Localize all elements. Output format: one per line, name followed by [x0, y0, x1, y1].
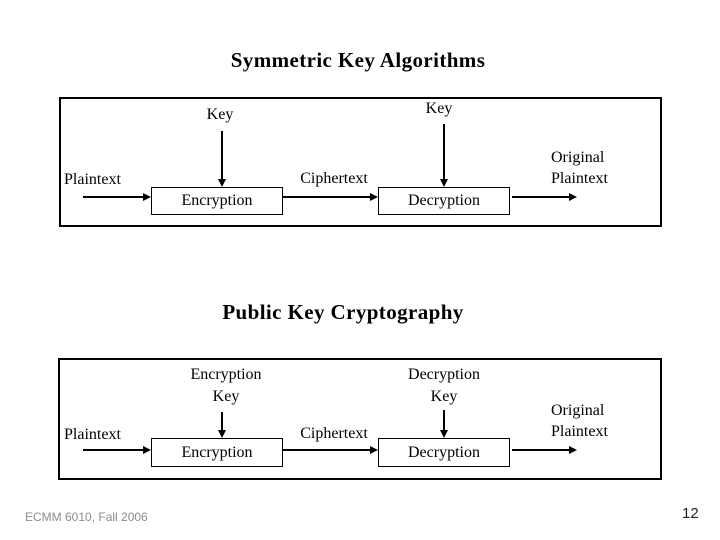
symmetric-ciphertext-label: Ciphertext — [300, 170, 368, 187]
symmetric-key-left-arrow — [218, 131, 226, 187]
symmetric-encryption-box-label: Encryption — [181, 192, 253, 209]
public-decryption-key-label-line2: Key — [430, 388, 458, 405]
public-encryption-box: Encryption — [151, 438, 283, 467]
public-plaintext-arrow — [83, 446, 151, 454]
symmetric-plaintext-arrow — [83, 193, 151, 201]
public-output-label: Original Plaintext — [551, 400, 608, 442]
symmetric-title: Symmetric Key Algorithms — [230, 48, 486, 72]
public-output-arrow — [512, 446, 577, 454]
public-plaintext-label: Plaintext — [64, 426, 121, 443]
public-key-title: Public Key Cryptography — [222, 300, 464, 324]
page-number: 12 — [682, 505, 699, 522]
public-encryption-key-label: Encryption Key — [190, 364, 261, 408]
symmetric-output-label: Original Plaintext — [551, 147, 608, 189]
symmetric-key-right-label: Key — [425, 100, 453, 117]
public-output-label-line1: Original — [551, 402, 605, 419]
public-encryption-key-label-line2: Key — [212, 388, 240, 405]
symmetric-key-right-arrow — [440, 124, 448, 187]
public-decryption-box-label: Decryption — [408, 443, 480, 461]
symmetric-decryption-box-label: Decryption — [408, 192, 480, 209]
symmetric-plaintext-label: Plaintext — [64, 171, 121, 188]
symmetric-output-label-line1: Original — [551, 149, 605, 166]
public-ciphertext-label: Ciphertext — [300, 425, 368, 442]
symmetric-output-label-line2: Plaintext — [551, 170, 608, 187]
public-decryption-key-label: Decryption Key — [408, 364, 480, 408]
symmetric-output-arrow — [512, 193, 577, 201]
public-decryption-box: Decryption — [378, 438, 510, 467]
symmetric-decryption-box: Decryption — [378, 187, 510, 215]
public-output-label-line2: Plaintext — [551, 423, 608, 440]
course-footer: ECMM 6010, Fall 2006 — [25, 510, 148, 524]
public-decryption-key-arrow — [440, 410, 448, 438]
public-encryption-box-label: Encryption — [181, 443, 253, 461]
symmetric-ciphertext-arrow — [283, 193, 378, 201]
public-ciphertext-arrow — [283, 446, 378, 454]
public-encryption-key-label-line1: Encryption — [190, 366, 262, 383]
public-encryption-key-arrow — [218, 412, 226, 438]
symmetric-key-left-label: Key — [206, 106, 234, 123]
symmetric-encryption-box: Encryption — [151, 187, 283, 215]
public-decryption-key-label-line1: Decryption — [408, 366, 480, 383]
